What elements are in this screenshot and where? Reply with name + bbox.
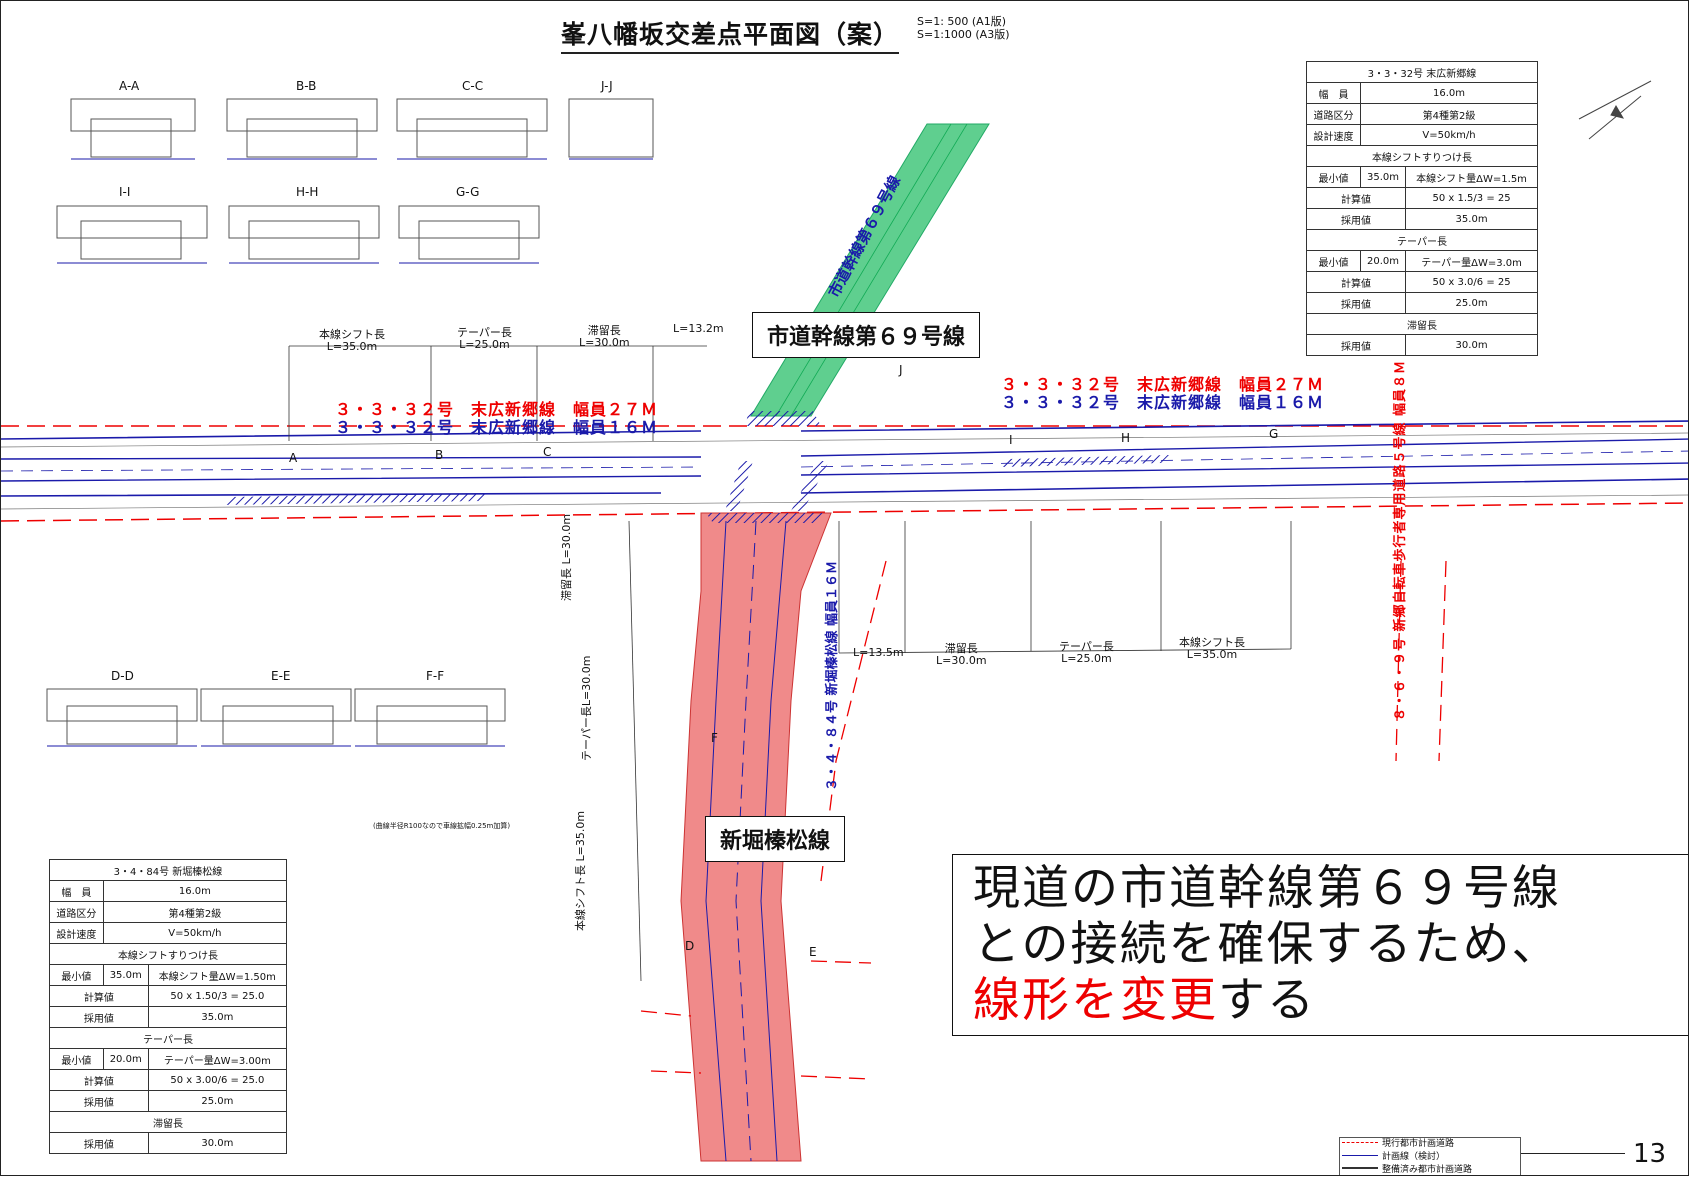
section-marker: C xyxy=(543,445,552,459)
legend-item: 現行都市計画道路 xyxy=(1340,1138,1520,1151)
planned-lines xyxy=(640,560,1447,1080)
scale-a1: S=1: 500 (A1版) xyxy=(917,15,1006,28)
section-label: I-I xyxy=(119,185,131,199)
table-title: 3・4・84号 新堀榛松線 xyxy=(49,859,287,881)
page-number: 13 xyxy=(1633,1139,1667,1169)
page-number-rule xyxy=(1521,1153,1625,1154)
section-label: B-B xyxy=(296,79,317,93)
south-road-text: ３・４・８４号 新堀榛松線 幅員１６Ｍ xyxy=(825,560,840,791)
section-marker: F xyxy=(711,731,718,745)
section-marker: J xyxy=(899,363,903,377)
section-G-G xyxy=(398,205,540,264)
section-marker: E xyxy=(809,945,817,959)
south-road xyxy=(680,461,832,1162)
section-D-D xyxy=(46,688,198,747)
dim-label: 本線シフト長 L=35.0m xyxy=(574,810,587,931)
callout-line: 線形を変更する xyxy=(973,973,1316,1028)
road-width-27m-west: ３・３・３２号 末広新郷線 幅員２７Ｍ xyxy=(335,400,659,419)
section-J-J xyxy=(568,98,654,160)
section-F-F xyxy=(354,688,506,747)
scale-a3: S=1:1000 (A3版) xyxy=(917,28,1010,41)
section-label: F-F xyxy=(426,669,445,683)
legend: 現行都市計画道路 計画線（検討） 整備済み都市計画道路 xyxy=(1339,1137,1521,1175)
north-arrow-icon xyxy=(1578,80,1652,140)
dim-label: 滞留長 L=30.0m xyxy=(560,513,573,601)
section-marker: B xyxy=(435,448,444,462)
scale-note: S=1: 500 (A1版) S=1:1000 (A3版) xyxy=(917,15,1010,41)
table-title: 3・3・32号 末広新郷線 xyxy=(1306,61,1538,83)
explanation-callout: 現道の市道幹線第６９号線 との接続を確保するため、 線形を変更する xyxy=(952,854,1688,1036)
dim-label: テーパー長L=30.0m xyxy=(580,655,593,761)
north-road xyxy=(745,123,990,426)
dim-label: L=13.2m xyxy=(673,322,724,335)
main-road xyxy=(1,420,1688,522)
section-label: A-A xyxy=(119,79,140,93)
page-title: 峯八幡坂交差点平面図（案） xyxy=(561,15,900,54)
label-shinbori-hanmatsu: 新堀榛松線 xyxy=(705,816,846,862)
section-marker: D xyxy=(685,939,695,953)
section-marker: H xyxy=(1121,431,1131,445)
section-label: E-E xyxy=(271,669,291,683)
road-width-27m-east: ３・３・３２号 末広新郷線 幅員２７Ｍ xyxy=(1001,375,1325,394)
label-shido-69: 市道幹線第６９号線 xyxy=(752,312,981,358)
legend-item: 整備済み都市計画道路 xyxy=(1340,1164,1520,1175)
cycle-road-text: ８・６・９号 新郷自転車歩行者専用道路５号線 幅員８Ｍ xyxy=(1393,359,1408,721)
section-H-H xyxy=(228,205,380,264)
section-A-A xyxy=(70,98,196,160)
section-label: C-C xyxy=(462,79,484,93)
road-width-16m-east: ３・３・３２号 末広新郷線 幅員１６Ｍ xyxy=(1001,393,1325,412)
callout-line: との接続を確保するため、 xyxy=(973,917,1561,972)
callout-line: 現道の市道幹線第６９号線 xyxy=(973,861,1561,916)
section-label: D-D xyxy=(111,669,134,683)
dim-label: L=13.5m xyxy=(853,646,904,659)
section-label: H-H xyxy=(296,185,319,199)
section-marker: I xyxy=(1009,433,1013,447)
callout-emphasis: 線形を変更 xyxy=(973,973,1218,1028)
section-marker: A xyxy=(289,451,298,465)
section-E-E xyxy=(200,688,352,747)
section-I-I xyxy=(56,205,208,264)
road-width-16m-west: ３・３・３２号 末広新郷線 幅員１６Ｍ xyxy=(335,418,659,437)
section-note: (曲線半径R100なので車線拡幅0.25m加算) xyxy=(373,822,511,830)
section-B-B xyxy=(226,98,378,160)
dimension-lines xyxy=(288,345,1292,982)
section-label: G-G xyxy=(456,185,480,199)
legend-item: 計画線（検討） xyxy=(1340,1151,1520,1164)
cross-sections xyxy=(46,98,654,747)
section-C-C xyxy=(396,98,548,160)
section-label: J-J xyxy=(601,79,613,93)
section-marker: G xyxy=(1269,427,1279,441)
